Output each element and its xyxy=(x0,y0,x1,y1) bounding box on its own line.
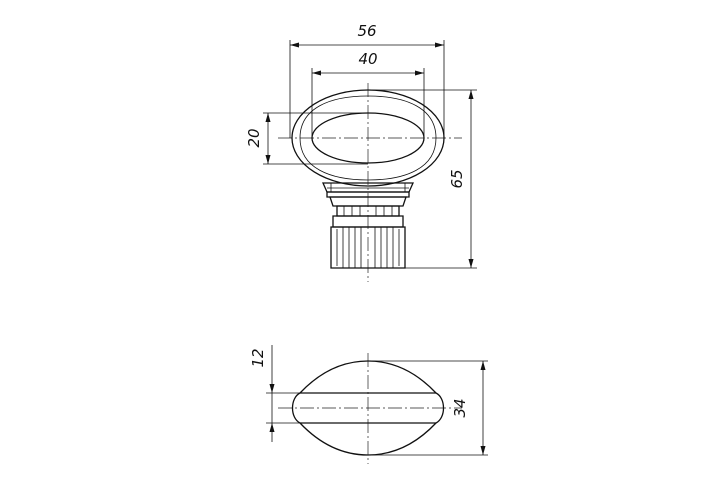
dim-label-20: 20 xyxy=(245,128,263,147)
dim-label-40: 40 xyxy=(358,50,377,68)
dim-inner-oval-width: 40 xyxy=(311,50,425,138)
dim-inner-oval-height: 20 xyxy=(245,112,368,165)
dim-label-65: 65 xyxy=(448,169,466,188)
dim-overall-width: 56 xyxy=(289,22,445,138)
knob-neck xyxy=(321,182,415,198)
front-view: 56 40 20 65 xyxy=(245,22,477,282)
knob-rim-contour xyxy=(299,95,437,181)
dim-overall-height: 65 xyxy=(368,89,477,269)
dim-overall-thickness: 34 xyxy=(368,360,488,456)
dim-band-height: 12 xyxy=(249,345,300,442)
knurled-shaft xyxy=(330,226,406,269)
side-view: 34 12 xyxy=(249,345,488,464)
dim-label-12: 12 xyxy=(249,348,267,367)
dim-label-34: 34 xyxy=(451,398,469,417)
dim-label-56: 56 xyxy=(357,22,376,40)
